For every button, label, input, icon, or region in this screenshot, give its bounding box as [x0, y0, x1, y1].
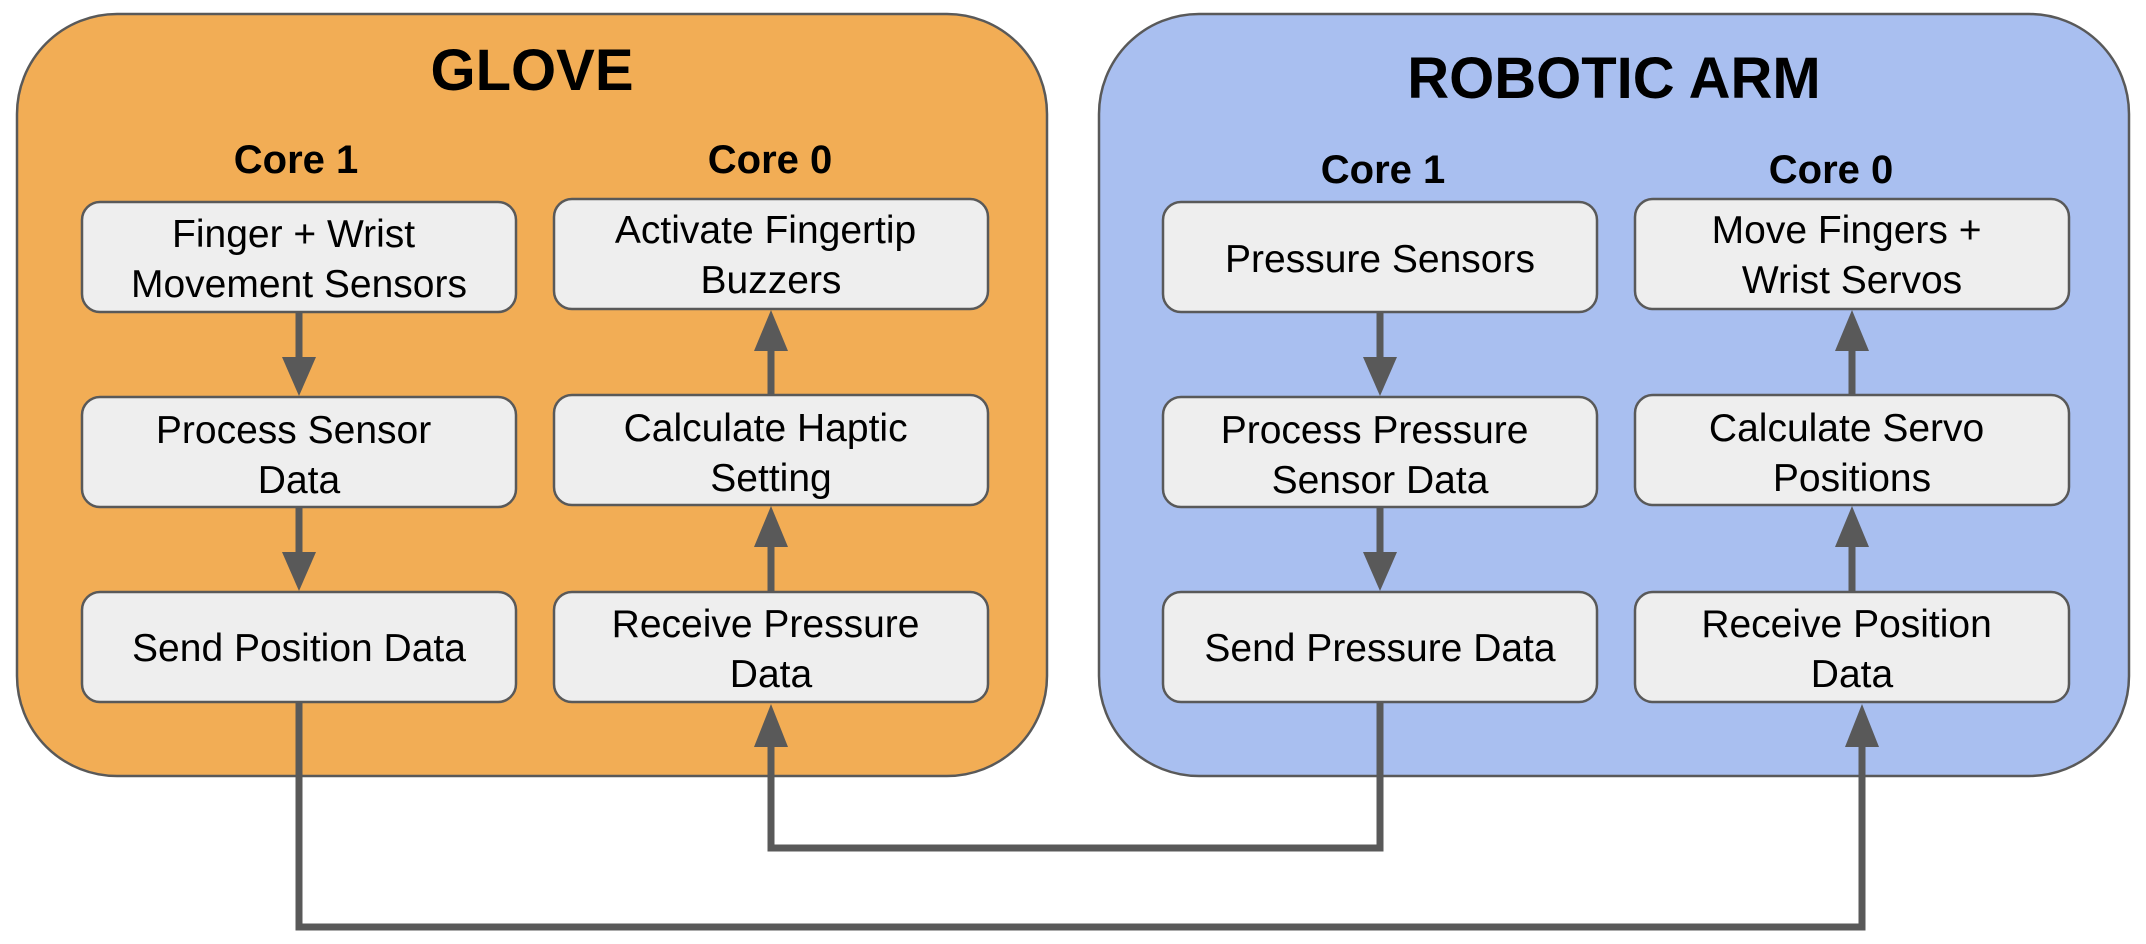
glove-title: GLOVE — [430, 38, 633, 103]
box-text-line: Buzzers — [701, 259, 842, 302]
box-text-line: Receive Pressure — [612, 603, 920, 646]
svg-text:Receive Position Data: Receive Position Data — [1701, 603, 2002, 696]
box-text-line: Wrist Servos — [1742, 259, 1962, 302]
arm-core1-box-sensors: Pressure Sensors — [1161, 200, 1599, 314]
arrow-head-down — [282, 552, 316, 591]
svg-text:Calculate Servo Positi: Calculate Servo Positions — [1709, 407, 1995, 500]
connector-pressure-data — [767, 702, 1384, 852]
box-text-line: Process Pressure — [1221, 409, 1529, 452]
arm-core0-box-receive: Receive Position Data — [1633, 590, 2071, 704]
box-text-line: Pressure Sensors — [1225, 238, 1535, 281]
glove-core0-box-haptic: Calculate Haptic Setting — [552, 393, 990, 507]
svg-text:Finger + Wrist Movemen: Finger + Wrist Movement Sensors — [131, 213, 467, 306]
glove-core0-label: Core 0 — [708, 138, 833, 182]
box-text-line: Calculate Haptic — [624, 407, 908, 450]
box-text-line: Move Fingers + — [1712, 209, 1982, 252]
svg-text:Move Fingers + Wrist S: Move Fingers + Wrist Servos — [1712, 209, 1993, 302]
glove-core1-box-send: Send Position Data — [80, 590, 518, 704]
box-text-line: Finger + Wrist — [172, 213, 415, 256]
arm-core1-box-send: Send Pressure Data — [1161, 590, 1599, 704]
box-text-line: Setting — [710, 457, 831, 500]
box-text-line: Data — [1811, 653, 1894, 696]
glove-core0-box-buzzers: Activate Fingertip Buzzers — [552, 197, 990, 311]
flow-arrows — [282, 310, 1879, 931]
arrow-head-down — [1363, 357, 1397, 396]
arrow-head-up — [754, 506, 788, 547]
svg-text:Process Pressure Senso: Process Pressure Sensor Data — [1221, 409, 1540, 502]
arm-core0-box-calculate: Calculate Servo Positions — [1633, 393, 2071, 507]
glove-core0-box-receive: Receive Pressure Data — [552, 590, 990, 704]
connector-position-data — [295, 702, 1866, 931]
arrow-head-up — [1835, 506, 1869, 547]
arrow-head-up — [1845, 704, 1879, 747]
arm-core0-box-servos: Move Fingers + Wrist Servos — [1633, 197, 2071, 311]
arm-core0-label: Core 0 — [1769, 148, 1894, 192]
svg-text:Activate Fingertip Buz: Activate Fingertip Buzzers — [615, 209, 927, 302]
box-text-line: Data — [730, 653, 813, 696]
box-text-line: Process Sensor — [156, 409, 431, 452]
glove-core1-label: Core 1 — [234, 138, 359, 182]
box-text-line: Movement Sensors — [131, 263, 467, 306]
arm-core1-box-process: Process Pressure Sensor Data — [1161, 395, 1599, 509]
box-text-line: Data — [258, 459, 341, 502]
arrow-head-up — [754, 310, 788, 351]
svg-text:Receive Pressure Data: Receive Pressure Data — [612, 603, 931, 696]
arm-title: ROBOTIC ARM — [1407, 46, 1820, 111]
svg-text:Send Pressure Data: Send Pressure Data — [1204, 627, 1556, 670]
svg-text:Send Position Data: Send Position Data — [132, 627, 466, 670]
box-text-line: Receive Position — [1701, 603, 1991, 646]
glove-panel: GLOVE Core 1 Core 0 Finger + Wrist Movem… — [15, 12, 1049, 778]
arrow-head-down — [282, 357, 316, 396]
svg-text:Process Sensor Data: Process Sensor Data — [156, 409, 442, 502]
box-text-line: Send Position Data — [132, 627, 466, 670]
glove-core1-box-process: Process Sensor Data — [80, 395, 518, 509]
box-text-line: Activate Fingertip — [615, 209, 916, 252]
arrow-head-up — [1835, 310, 1869, 351]
arm-core1-label: Core 1 — [1321, 148, 1446, 192]
box-text-line: Positions — [1773, 457, 1931, 500]
svg-text:Calculate Haptic Setti: Calculate Haptic Setting — [624, 407, 919, 500]
glove-core1-box-sensors: Finger + Wrist Movement Sensors — [80, 200, 518, 314]
arrow-head-up — [754, 704, 788, 747]
arm-panel: ROBOTIC ARM Core 1 Core 0 Pressure Senso… — [1097, 12, 2131, 778]
arrow-head-down — [1363, 552, 1397, 591]
box-text-line: Send Pressure Data — [1204, 627, 1556, 670]
svg-text:Pressure Sensors: Pressure Sensors — [1225, 238, 1535, 281]
box-text-line: Calculate Servo — [1709, 407, 1984, 450]
box-text-line: Sensor Data — [1272, 459, 1489, 502]
